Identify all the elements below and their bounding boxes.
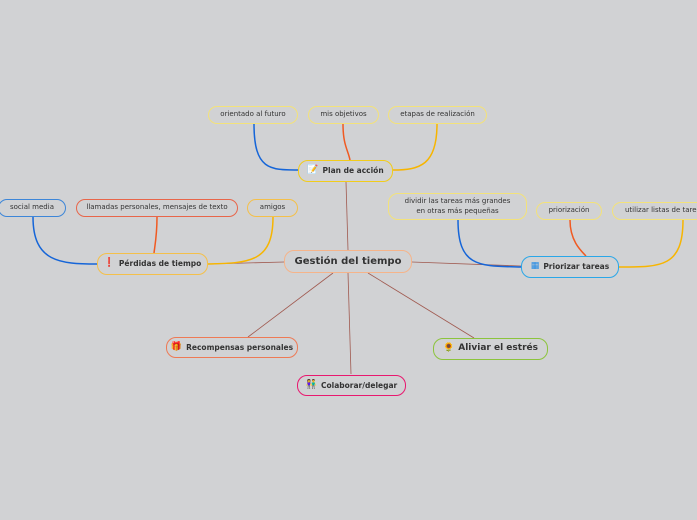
subtopic[interactable]: mis objetivos <box>308 106 379 124</box>
topic-label: Colaborar/delegar <box>320 380 398 390</box>
subtopic[interactable]: etapas de realización <box>388 106 487 124</box>
topic-label: Recompensas personales <box>186 342 294 352</box>
topic-plan-de-accion[interactable]: 📝Plan de acción <box>298 160 393 182</box>
topic-label: Aliviar el estrés <box>458 343 538 354</box>
memo-icon: 📝 <box>307 165 319 176</box>
topic-colaborar-delegar[interactable]: 👫Colaborar/delegar <box>297 375 406 396</box>
subtopic[interactable]: utilizar listas de tareas <box>612 202 697 220</box>
topic-label: Pérdidas de tiempo <box>118 259 202 269</box>
topic-label: Plan de acción <box>322 166 384 176</box>
grid-icon: ▦ <box>530 261 540 272</box>
topic-perdidas-de-tiempo[interactable]: ❗Pérdidas de tiempo <box>97 253 208 275</box>
people-icon: 👫 <box>305 379 317 390</box>
sunflower-icon: 🌻 <box>443 343 455 354</box>
subtopic[interactable]: social media <box>0 199 66 217</box>
subtopic[interactable]: dividir las tareas más grandes en otras … <box>388 193 527 220</box>
subtopic[interactable]: amigos <box>247 199 298 217</box>
subtopic[interactable]: orientado al futuro <box>208 106 298 124</box>
subtopic[interactable]: llamadas personales, mensajes de texto <box>76 199 238 217</box>
subtopic[interactable]: priorización <box>536 202 602 220</box>
central-topic[interactable]: Gestión del tiempo <box>284 250 412 273</box>
topic-recompensas-personales[interactable]: 🎁Recompensas personales <box>166 337 298 358</box>
exclamation-icon: ❗ <box>103 258 115 269</box>
topic-priorizar-tareas[interactable]: ▦Priorizar tareas <box>521 256 619 278</box>
topic-label: Priorizar tareas <box>543 262 610 272</box>
topic-aliviar-el-estres[interactable]: 🌻Aliviar el estrés <box>433 338 548 360</box>
gift-icon: 🎁 <box>170 341 183 352</box>
